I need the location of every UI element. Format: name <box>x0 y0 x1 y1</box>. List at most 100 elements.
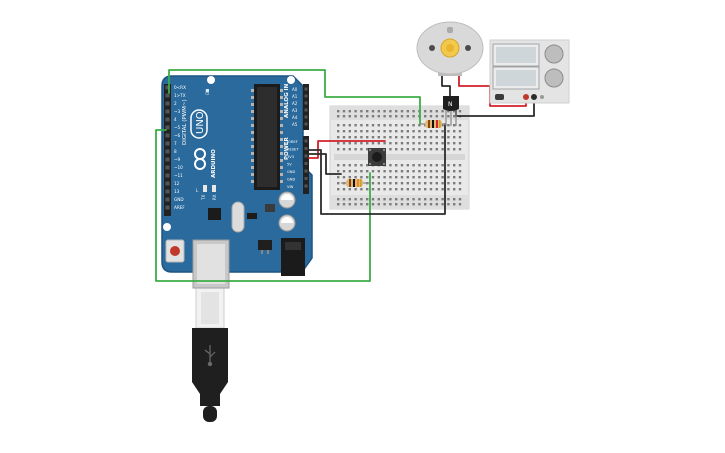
digital-pin-hole[interactable] <box>165 189 170 194</box>
power-pin-hole[interactable] <box>304 169 308 173</box>
power-pin-label: GND <box>287 177 295 181</box>
supply-positive-terminal[interactable] <box>523 94 529 100</box>
analog-pin-hole[interactable] <box>304 122 308 126</box>
digital-pin-hole[interactable] <box>165 109 170 114</box>
digital-pin-hole[interactable] <box>165 117 170 122</box>
power-pin-label: 3V3 <box>287 155 294 159</box>
digital-pin-label: 12 <box>174 181 180 186</box>
uno-badge <box>190 109 208 139</box>
breadboard[interactable] <box>329 105 470 210</box>
digital-pin-hole[interactable] <box>165 205 170 210</box>
on-led <box>206 89 209 92</box>
wire-green-control[interactable] <box>168 69 421 125</box>
analog-pin-hole[interactable] <box>304 108 308 112</box>
digital-pin-hole[interactable] <box>165 101 170 106</box>
digital-pin-label: 0<RX <box>174 85 186 90</box>
wire-black-motor[interactable] <box>441 75 451 97</box>
rx-led-label: RX <box>212 194 217 200</box>
power-pin-hole[interactable] <box>304 154 308 158</box>
power-pin-hole[interactable] <box>304 139 308 143</box>
wire-green-button[interactable] <box>155 129 371 282</box>
microcontroller-chip <box>251 84 283 190</box>
dc-motor[interactable] <box>416 21 484 76</box>
digital-pin-label: AREF <box>174 205 185 210</box>
push-button[interactable] <box>368 148 386 166</box>
digital-pin-hole[interactable] <box>165 157 170 162</box>
dc-power-supply[interactable] <box>489 39 570 104</box>
power-pin-hole[interactable] <box>304 147 308 150</box>
usb-b-port <box>192 239 230 289</box>
wire-black-ground-return[interactable] <box>308 123 446 215</box>
analog-pin-label: A1 <box>292 94 298 99</box>
supply-voltage-knob[interactable] <box>544 44 564 64</box>
rx-led <box>212 185 216 192</box>
analog-pin-label: A5 <box>292 122 298 127</box>
digital-pin-hole[interactable] <box>165 173 170 178</box>
board-model-label: UNO <box>195 111 206 134</box>
power-pin-label: VIN <box>287 185 294 189</box>
usb-symbol-icon <box>204 345 216 367</box>
usb-cable <box>192 287 228 422</box>
mounting-hole <box>163 223 171 231</box>
digital-pin-label: ~10 <box>174 165 183 170</box>
analog-pin-hole[interactable] <box>304 101 308 105</box>
power-pin-hole[interactable] <box>304 162 308 165</box>
digital-pin-hole[interactable] <box>165 181 170 186</box>
analog-header-label: ANALOG IN <box>284 83 290 118</box>
power-pin-label: 5V <box>287 162 292 166</box>
power-pin-label: RESET <box>287 147 299 151</box>
power-pin-hole[interactable] <box>304 184 308 188</box>
resistor-pulldown[interactable] <box>341 179 370 187</box>
supply-negative-terminal[interactable] <box>531 94 537 100</box>
tx-led-label: TX <box>201 195 206 201</box>
digital-pin-hole[interactable] <box>165 85 170 90</box>
npn-transistor[interactable]: N <box>443 96 459 126</box>
tx-led <box>203 185 207 192</box>
reset-button[interactable] <box>165 239 185 263</box>
resistor-base[interactable] <box>420 120 446 128</box>
arduino-infinity-logo <box>194 148 206 170</box>
analog-pin-hole[interactable] <box>304 115 308 119</box>
digital-pin-label: 1>TX <box>174 93 186 98</box>
digital-pin-label: 4 <box>174 117 177 122</box>
supply-power-switch[interactable] <box>495 94 504 100</box>
dc-power-jack <box>281 238 305 276</box>
digital-pin-label: GND <box>174 197 184 202</box>
l-led-label: L <box>196 188 199 193</box>
wire-black-gnd[interactable] <box>308 153 342 175</box>
power-pin-hole[interactable] <box>304 177 308 180</box>
mounting-hole <box>287 76 295 84</box>
digital-pin-hole[interactable] <box>165 165 170 170</box>
digital-pin-hole[interactable] <box>165 125 170 130</box>
analog-pin-label: A3 <box>292 108 298 113</box>
analog-pin-header[interactable] <box>303 84 309 130</box>
digital-pin-label: ~5 <box>174 125 181 130</box>
voltage-regulator <box>258 240 272 250</box>
digital-pin-label: 7 <box>174 141 177 146</box>
digital-pin-hole[interactable] <box>165 197 170 202</box>
analog-pin-label: A0 <box>292 87 298 92</box>
analog-pin-hole[interactable] <box>304 94 308 98</box>
mounting-hole <box>207 76 215 84</box>
analog-pin-label: A4 <box>292 115 298 120</box>
digital-pin-label: ~3 <box>174 109 181 114</box>
supply-current-knob[interactable] <box>544 68 564 88</box>
digital-pin-label: ~6 <box>174 133 181 138</box>
digital-pin-label: 8 <box>174 149 177 154</box>
digital-header-label: DIGITAL (PWM~) <box>182 99 188 145</box>
digital-pin-hole[interactable] <box>165 93 170 98</box>
digital-pin-hole[interactable] <box>165 133 170 138</box>
transistor-label: N <box>448 101 453 108</box>
crystal-oscillator <box>231 201 245 233</box>
digital-pin-hole[interactable] <box>165 149 170 154</box>
analog-pin-label: A2 <box>292 101 298 106</box>
power-pin-label: GND <box>287 170 295 174</box>
digital-pin-hole[interactable] <box>165 141 170 146</box>
analog-pin-hole[interactable] <box>304 87 308 91</box>
small-component <box>247 213 257 219</box>
